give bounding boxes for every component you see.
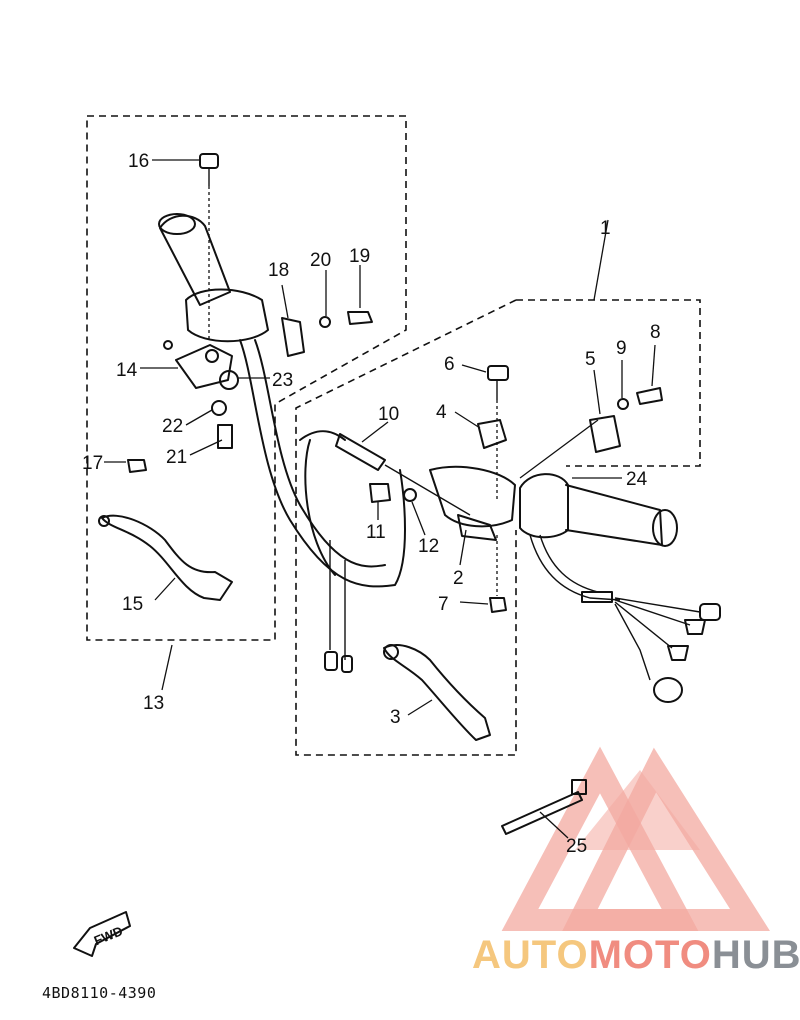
group-box-13	[86, 115, 407, 641]
right-switch-assembly	[299, 365, 721, 741]
label-21: 21	[166, 447, 187, 468]
label-3: 3	[390, 707, 401, 728]
watermark-logo	[501, 746, 770, 931]
label-14: 14	[116, 360, 138, 381]
watermark-moto: MOTO	[589, 933, 712, 977]
watermark-text: AUTOMOTOHUB	[472, 933, 800, 977]
label-25: 25	[566, 836, 587, 857]
label-6: 6	[444, 354, 455, 375]
label-4: 4	[436, 402, 447, 423]
label-20: 20	[310, 250, 331, 271]
fwd-arrow-badge: FWD	[73, 911, 131, 957]
label-8: 8	[650, 322, 661, 343]
label-5: 5	[585, 349, 596, 370]
label-17: 17	[82, 453, 103, 474]
diagram-part-code: 4BD8110-4390	[42, 984, 156, 1002]
left-switch-assembly	[98, 153, 406, 673]
fwd-label: FWD	[92, 923, 125, 948]
label-11: 11	[366, 522, 386, 543]
label-23: 23	[272, 370, 293, 391]
label-18: 18	[268, 260, 289, 281]
label-9: 9	[616, 338, 627, 359]
label-1: 1	[600, 218, 611, 239]
watermark-hub: HUB	[712, 933, 800, 977]
label-2: 2	[453, 568, 464, 589]
part-labels: 16 18 20 19 14 23 22 17 21 15 13 1 5 9 8…	[82, 151, 661, 857]
group-box-1	[295, 299, 701, 756]
cable-tie-25	[501, 779, 587, 835]
label-12: 12	[418, 536, 439, 557]
label-13: 13	[143, 693, 164, 714]
watermark-auto: AUTO	[472, 933, 589, 977]
label-19: 19	[349, 246, 370, 267]
leader-lines	[104, 159, 656, 839]
label-22: 22	[162, 416, 183, 437]
label-15: 15	[122, 594, 143, 615]
label-24: 24	[626, 469, 648, 490]
label-10: 10	[378, 404, 399, 425]
label-7: 7	[438, 594, 449, 615]
label-16: 16	[128, 151, 149, 172]
